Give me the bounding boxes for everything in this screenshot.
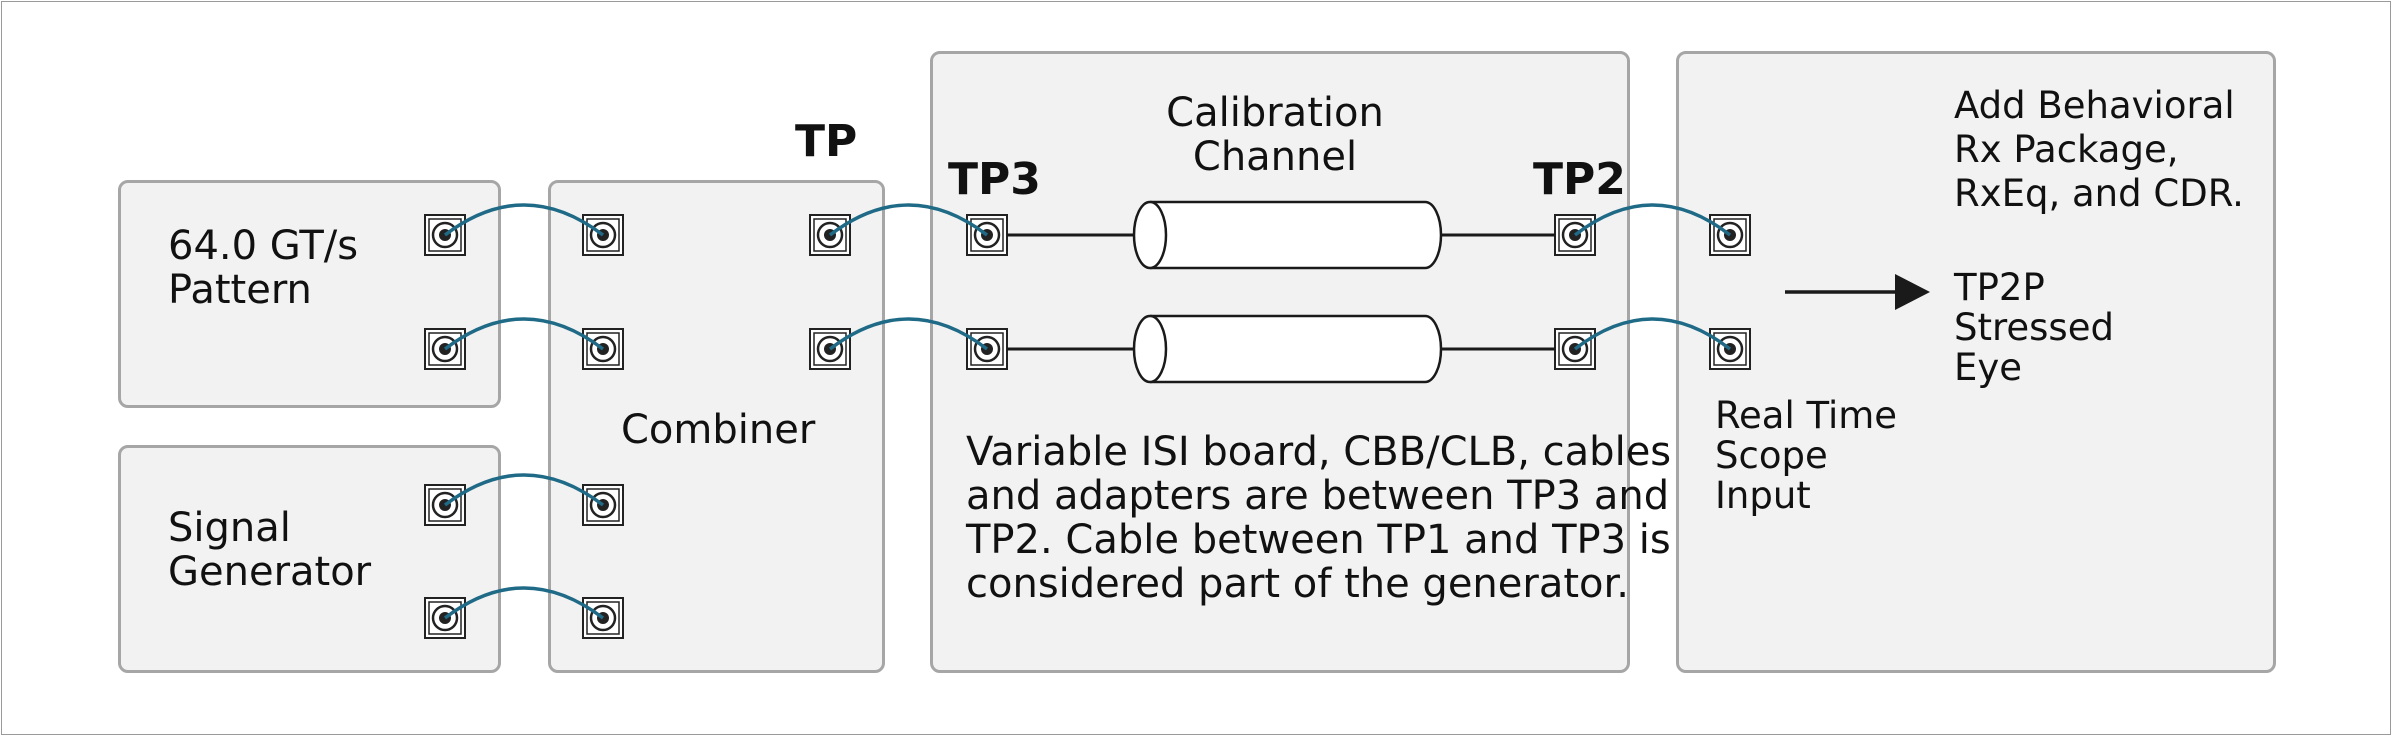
pattern-label: 64.0 GT/s Pattern	[168, 223, 359, 313]
coax-cable	[1573, 203, 1732, 237]
coax-cable	[443, 317, 605, 351]
scope-input-label: Real Time Scope Input	[1715, 394, 1898, 517]
combiner-box	[548, 180, 885, 673]
channel-note: Variable ISI board, CBB/CLB, cables and …	[966, 429, 1672, 607]
combiner-label: Combiner	[621, 407, 816, 453]
test-point-tp3: TP3	[948, 154, 1041, 205]
test-point-tp: TP	[795, 116, 858, 167]
coax-cable	[443, 203, 605, 237]
channel-cylinder	[1132, 314, 1443, 384]
signal-generator-label: Signal Generator	[168, 505, 372, 595]
coax-cable	[1573, 317, 1732, 351]
stressed-eye-label: TP2P Stressed Eye	[1954, 266, 2114, 389]
coax-cable	[443, 473, 605, 507]
scope-box	[1676, 51, 2276, 673]
coax-cable	[828, 203, 989, 237]
calibration-channel-label: Calibration Channel	[1166, 90, 1384, 180]
coax-cable	[828, 317, 989, 351]
coax-cable	[443, 586, 605, 620]
rx-package-label: Add Behavioral Rx Package, RxEq, and CDR…	[1954, 84, 2244, 215]
channel-cylinder	[1132, 200, 1443, 270]
test-point-tp2: TP2	[1533, 154, 1626, 205]
arrow-right-icon	[1895, 274, 1930, 310]
